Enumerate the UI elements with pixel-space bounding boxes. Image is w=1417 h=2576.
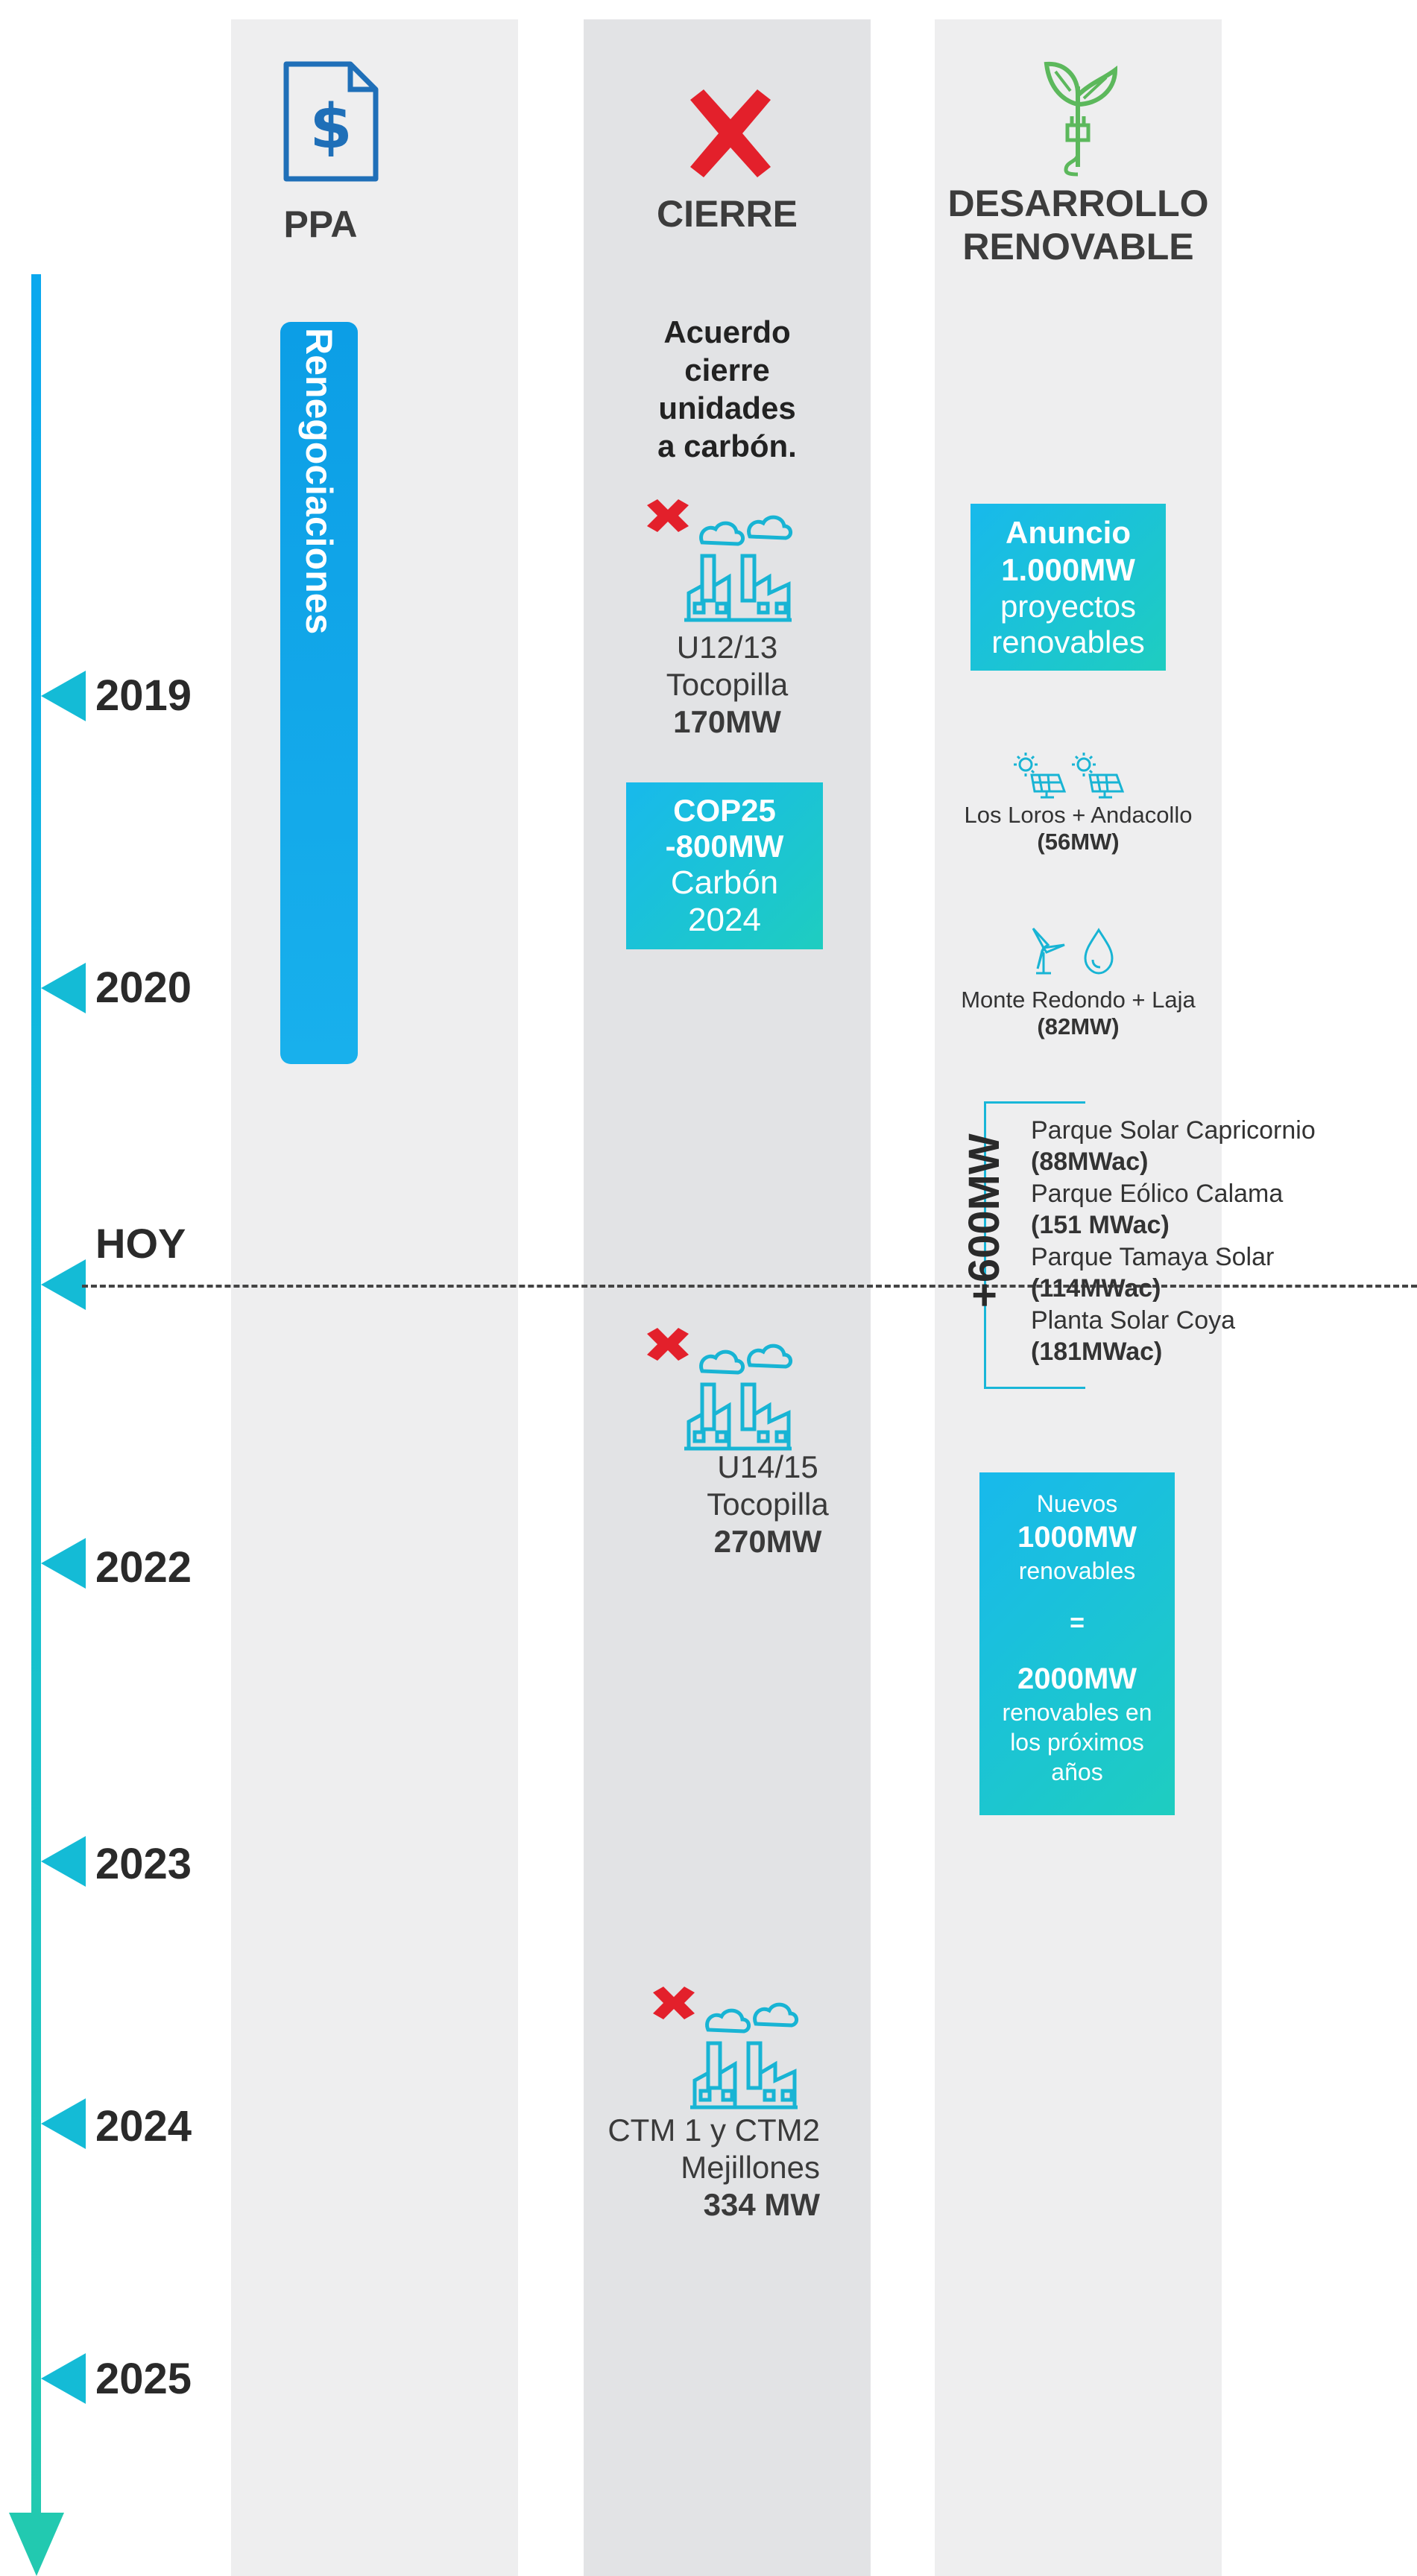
- renegociaciones-label: Renegociaciones: [298, 328, 340, 635]
- u1415-name: U14/15: [717, 1449, 818, 1484]
- renovable-column: [935, 19, 1222, 2576]
- cop25-line1: COP25: [673, 793, 776, 828]
- u1415-place: Tocopilla: [707, 1487, 829, 1522]
- dollar-document-icon: $: [283, 61, 379, 182]
- timeline-arrowhead: [9, 2513, 64, 2576]
- cop25-line2: -800MW: [665, 829, 784, 864]
- anuncio-line1: Anuncio: [1006, 515, 1131, 550]
- parque-capricornio-power: (88MWac): [1031, 1148, 1149, 1176]
- renegociaciones-bar: [280, 322, 358, 1064]
- svg-text:$: $: [309, 92, 352, 162]
- plant-plug-icon: [1044, 61, 1118, 177]
- cop25-box: COP25 -800MW Carbón 2024: [626, 782, 823, 949]
- renovable-title-line2: RENOVABLE: [962, 226, 1194, 268]
- cop25-line4: 2024: [688, 902, 761, 938]
- year-2022: 2022: [95, 1543, 192, 1592]
- acuerdo-line3: unidades: [658, 390, 796, 425]
- nuevos-box: Nuevos 1000MW renovables = 2000MW renova…: [979, 1472, 1175, 1815]
- acuerdo-line2: cierre: [684, 352, 770, 387]
- parque-calama-name: Parque Eólico Calama: [1031, 1180, 1284, 1208]
- monte-power: (82MW): [1037, 1013, 1120, 1039]
- tick-2024: [41, 2098, 86, 2149]
- nuevos-line7: los próximos: [1010, 1729, 1144, 1756]
- closed-factory-icon: [653, 1987, 798, 2110]
- acuerdo-line1: Acuerdo: [663, 314, 791, 349]
- ppa-column: [231, 19, 518, 2576]
- cierre-title: CIERRE: [657, 193, 798, 235]
- year-2020: 2020: [95, 963, 192, 1012]
- red-x-icon: [690, 89, 771, 177]
- loros-power: (56MW): [1037, 829, 1120, 855]
- year-2025: 2025: [95, 2355, 192, 2403]
- tick-today: [41, 1259, 86, 1310]
- u1213-name: U12/13: [676, 630, 778, 665]
- anuncio-line2: 1.000MW: [1001, 552, 1135, 587]
- parque-tamaya-name: Parque Tamaya Solar: [1031, 1243, 1275, 1271]
- nuevos-line6: renovables en: [1002, 1699, 1152, 1726]
- u1213-power: 170MW: [673, 704, 781, 739]
- loros-text: Los Loros + Andacollo (56MW): [935, 802, 1222, 855]
- ctm-text: CTM 1 y CTM2 Mejillones 334 MW: [589, 2112, 820, 2224]
- nuevos-line3: renovables: [1018, 1557, 1136, 1584]
- acuerdo-line4: a carbón.: [657, 428, 797, 463]
- ctm-place: Mejillones: [681, 2150, 820, 2185]
- year-2019: 2019: [95, 671, 192, 720]
- u1213-text: U12/13 Tocopilla 170MW: [584, 629, 871, 741]
- anuncio-box: Anuncio 1.000MW proyectos renovables: [971, 504, 1166, 671]
- nuevos-line2: 1000MW: [1017, 1521, 1137, 1554]
- renovable-title-line1: DESARROLLO: [947, 183, 1209, 224]
- parques-bracket: [984, 1101, 1085, 1389]
- anuncio-line4: renovables: [991, 624, 1145, 659]
- cierre-column: [584, 19, 871, 2576]
- planta-coya-power: (181MWac): [1031, 1338, 1163, 1366]
- tick-2020: [41, 963, 86, 1013]
- tick-2022: [41, 1538, 86, 1589]
- closed-factory-icon: [647, 499, 792, 622]
- closed-factory-icon: [647, 1328, 792, 1451]
- timeline-axis: [31, 274, 41, 2517]
- u1415-power: 270MW: [713, 1524, 822, 1559]
- year-2023: 2023: [95, 1840, 192, 1888]
- nuevos-line5: 2000MW: [1017, 1662, 1137, 1695]
- nuevos-line8: años: [1051, 1759, 1103, 1785]
- monte-name: Monte Redondo + Laja: [961, 987, 1196, 1013]
- cop25-line3: Carbón: [670, 864, 779, 901]
- anuncio-line3: proyectos: [1000, 589, 1137, 624]
- wind-water-icon: [1032, 927, 1114, 975]
- planta-coya-name: Planta Solar Coya: [1031, 1306, 1236, 1335]
- loros-name: Los Loros + Andacollo: [964, 802, 1193, 828]
- ctm-name: CTM 1 y CTM2: [607, 2113, 820, 2148]
- u1415-text: U14/15 Tocopilla 270MW: [641, 1449, 894, 1560]
- solar-panels-icon: [1014, 753, 1125, 799]
- monte-text: Monte Redondo + Laja (82MW): [935, 987, 1222, 1040]
- tick-2023: [41, 1836, 86, 1887]
- today-dashed-line: [82, 1285, 1417, 1288]
- plus600-label: +600MW: [960, 1133, 1009, 1308]
- tick-2025: [41, 2353, 86, 2404]
- parque-calama-power: (151 MWac): [1031, 1211, 1170, 1239]
- u1213-place: Tocopilla: [666, 667, 789, 702]
- renovable-title: DESARROLLO RENOVABLE: [935, 182, 1222, 268]
- tick-2019: [41, 671, 86, 721]
- today-label: HOY: [95, 1220, 186, 1267]
- acuerdo-text: Acuerdo cierre unidades a carbón.: [584, 313, 871, 465]
- parque-capricornio-name: Parque Solar Capricornio: [1031, 1116, 1316, 1145]
- ctm-power: 334 MW: [703, 2187, 820, 2222]
- nuevos-line4: =: [1070, 1609, 1085, 1637]
- nuevos-line1: Nuevos: [1036, 1490, 1118, 1517]
- year-2024: 2024: [95, 2102, 192, 2151]
- parque-tamaya-power: (114MWac): [1031, 1274, 1161, 1303]
- ppa-title: PPA: [283, 203, 358, 245]
